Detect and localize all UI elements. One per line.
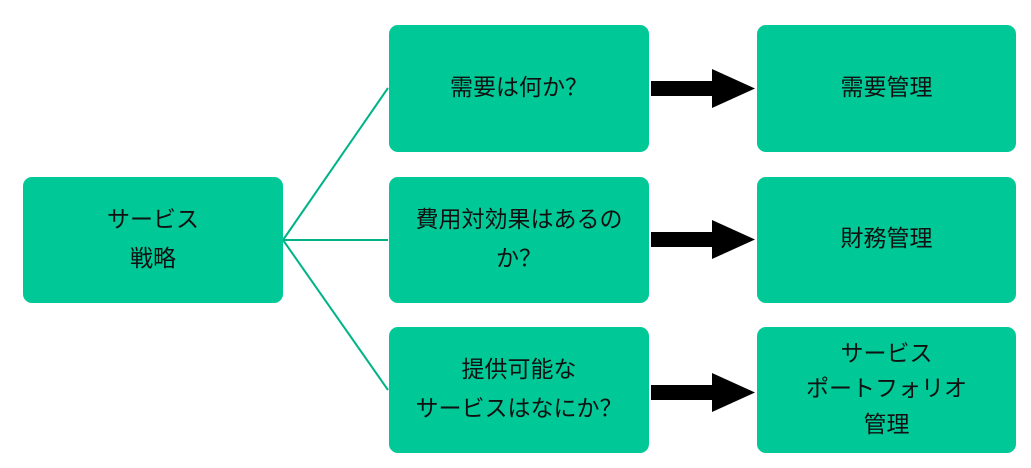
question-label: 提供可能な xyxy=(461,356,577,383)
question-label: か？ xyxy=(496,246,542,272)
root-label-line2: 戦略 xyxy=(130,246,176,272)
branch-line-top xyxy=(282,87,389,241)
result-label: サービス xyxy=(840,340,933,367)
question-label: 需要は何か？ xyxy=(450,74,588,101)
arrow-demand xyxy=(651,69,755,108)
result-label: ポートフォリオ xyxy=(806,376,967,403)
result-box-demand-management: 需要管理 xyxy=(757,25,1016,152)
result-label: 管理 xyxy=(863,411,910,438)
result-box-service-portfolio-management: サービス ポートフォリオ 管理 xyxy=(757,327,1016,453)
root-box-service-strategy: サービス 戦略 xyxy=(23,177,283,303)
result-box-financial-management: 財務管理 xyxy=(757,177,1016,303)
question-label: サービスはなにか？ xyxy=(415,396,623,422)
branch-line-bottom xyxy=(282,239,389,391)
question-box-demand: 需要は何か？ xyxy=(389,25,649,152)
arrow-portfolio xyxy=(651,373,755,412)
result-label: 財務管理 xyxy=(840,226,933,253)
question-box-cost-effectiveness: 費用対効果はあるの か？ xyxy=(389,177,649,303)
root-label-line1: サービス xyxy=(107,206,199,233)
result-label: 需要管理 xyxy=(840,74,933,101)
arrow-finance xyxy=(651,220,755,259)
question-box-available-services: 提供可能な サービスはなにか？ xyxy=(389,327,649,453)
question-label: 費用対効果はあるの xyxy=(415,206,623,233)
